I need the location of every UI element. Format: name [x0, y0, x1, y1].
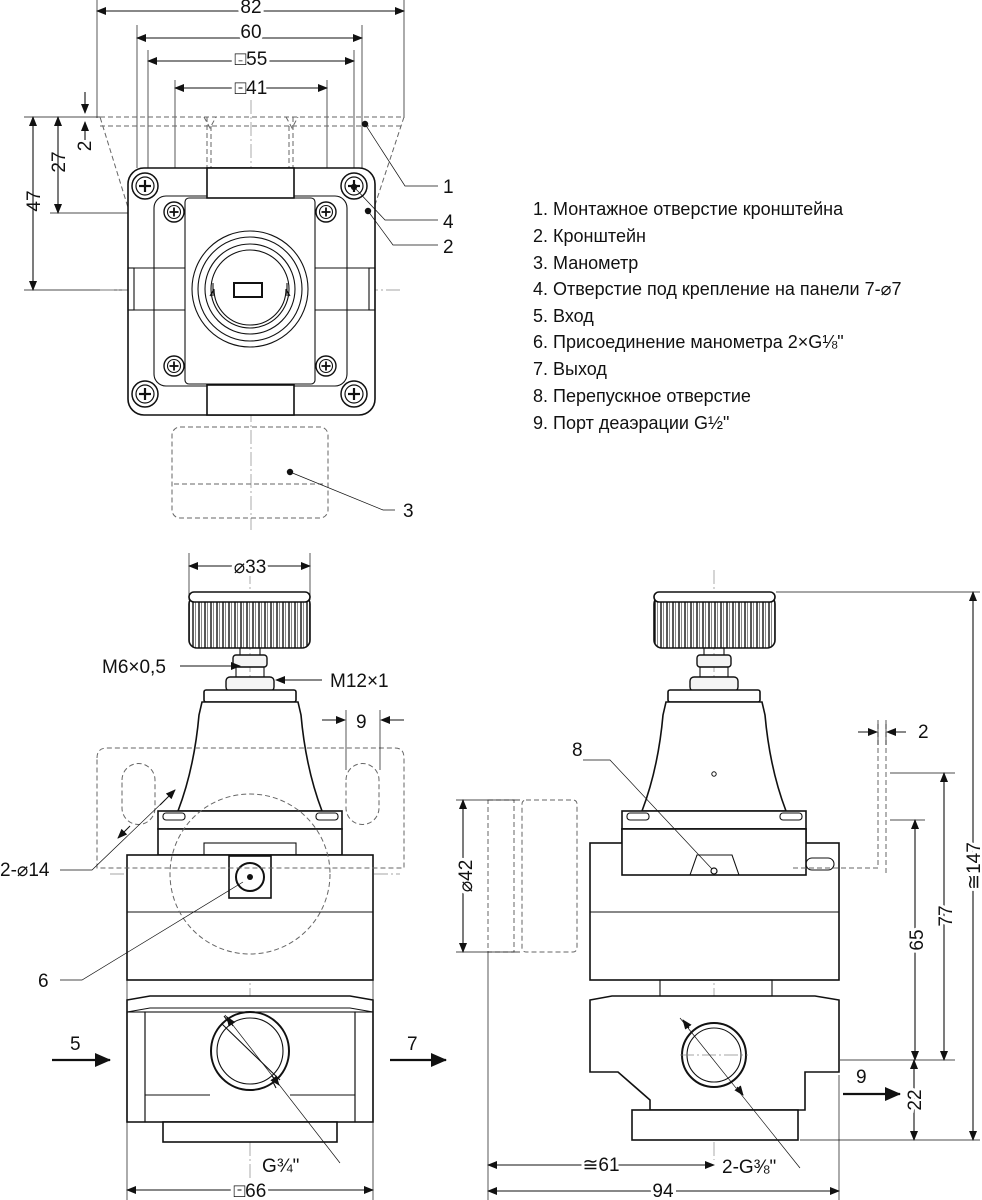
- front-view: [52, 553, 447, 1200]
- dim-82: 82: [240, 0, 261, 18]
- callout-2: 2: [443, 237, 454, 258]
- dim-55: □55: [235, 49, 268, 70]
- callout-9: 9: [856, 1067, 867, 1088]
- dim-2-top: 2: [75, 141, 96, 152]
- legend-item-3: 3. Манометр: [533, 253, 638, 273]
- dim-66: □66: [234, 1181, 267, 1200]
- dim-2g38: 2-G⅜": [722, 1157, 776, 1178]
- dim-27: 27: [49, 151, 70, 172]
- callout-7: 7: [407, 1034, 418, 1055]
- dim-42: ⌀42: [456, 860, 477, 893]
- legend-item-9: 9. Порт деаэрации G½": [533, 413, 729, 433]
- dim-61: ≅61: [582, 1155, 619, 1176]
- dim-94: 94: [652, 1181, 674, 1200]
- legend-item-2: 2. Кронштейн: [533, 226, 646, 246]
- callout-4: 4: [443, 212, 454, 233]
- dim-65: 65: [907, 929, 928, 950]
- legend-item-6: 6. Присоединение манометра 2×G⅛": [533, 332, 844, 352]
- dim-47: 47: [24, 190, 45, 211]
- legend-item-5: 5. Вход: [533, 306, 594, 326]
- legend-item-7: 7. Выход: [533, 359, 607, 379]
- dim-m6: M6×0,5: [102, 657, 166, 678]
- callout-3: 3: [403, 501, 414, 522]
- legend-item-1: 1. Монтажное отверстие кронштейна: [533, 199, 844, 219]
- top-view: [24, 0, 438, 530]
- dim-77: 77: [936, 905, 957, 926]
- dim-41: □41: [235, 78, 268, 99]
- callout-5: 5: [70, 1034, 81, 1055]
- legend-item-8: 8. Перепускное отверстие: [533, 386, 751, 406]
- dim-147: ≅147: [964, 842, 982, 890]
- dim-60: 60: [240, 22, 261, 43]
- dim-2-right: 2: [918, 722, 929, 743]
- legend: 1. Монтажное отверстие кронштейна 2. Кро…: [533, 199, 901, 433]
- dim-33: ⌀33: [234, 557, 267, 578]
- callout-8: 8: [572, 740, 583, 761]
- dim-m12: M12×1: [330, 671, 389, 692]
- dim-22: 22: [905, 1089, 926, 1110]
- dim-2x14: 2-⌀14: [0, 860, 50, 881]
- callout-1: 1: [443, 177, 454, 198]
- callout-labels: 1 4 2 3 6 5 7 8 9: [38, 177, 867, 1088]
- legend-item-4: 4. Отверстие под крепление на панели 7-⌀…: [533, 279, 901, 299]
- dim-g34: G¾": [262, 1156, 299, 1177]
- callout-6: 6: [38, 971, 49, 992]
- dim-9: 9: [356, 712, 367, 733]
- side-view: [456, 570, 980, 1200]
